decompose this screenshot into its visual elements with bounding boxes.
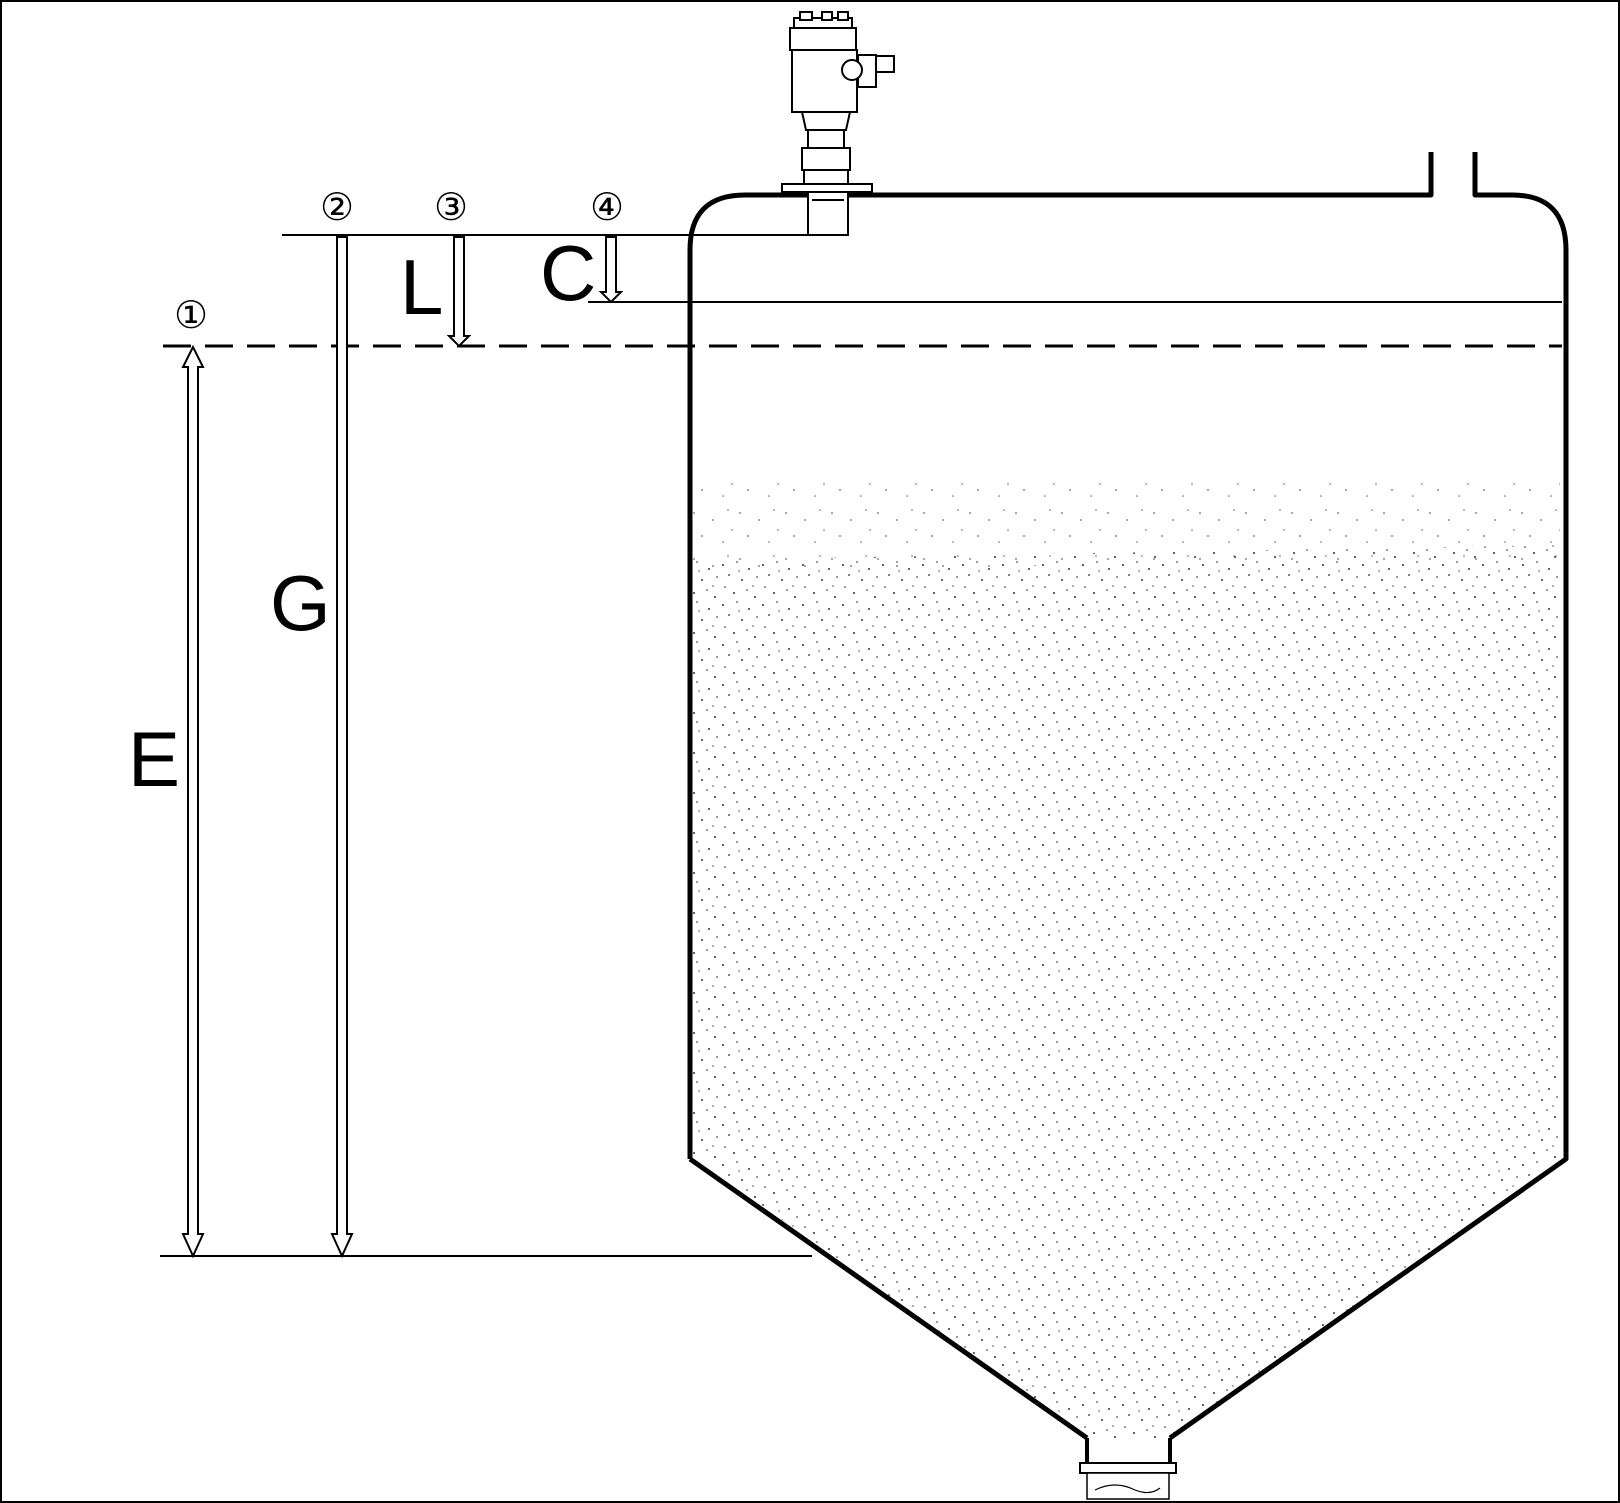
dimension-g-arrow <box>330 236 354 1259</box>
dimension-c-arrow <box>598 236 624 304</box>
discharge-outlet-icon <box>1079 1438 1177 1500</box>
dimension-e-arrow <box>181 344 205 1259</box>
tank-body <box>687 152 1569 1441</box>
radar-level-sensor-icon <box>781 11 895 236</box>
marker-1: ① <box>174 293 208 337</box>
marker-4: ④ <box>590 185 624 229</box>
label-e: E <box>128 715 180 803</box>
marker-3: ③ <box>434 185 468 229</box>
label-c: C <box>540 229 596 317</box>
material-fill <box>692 480 1560 1440</box>
label-g: G <box>270 559 331 647</box>
label-l: L <box>400 243 443 331</box>
marker-2: ② <box>320 185 354 229</box>
dimension-l-arrow <box>446 236 472 348</box>
